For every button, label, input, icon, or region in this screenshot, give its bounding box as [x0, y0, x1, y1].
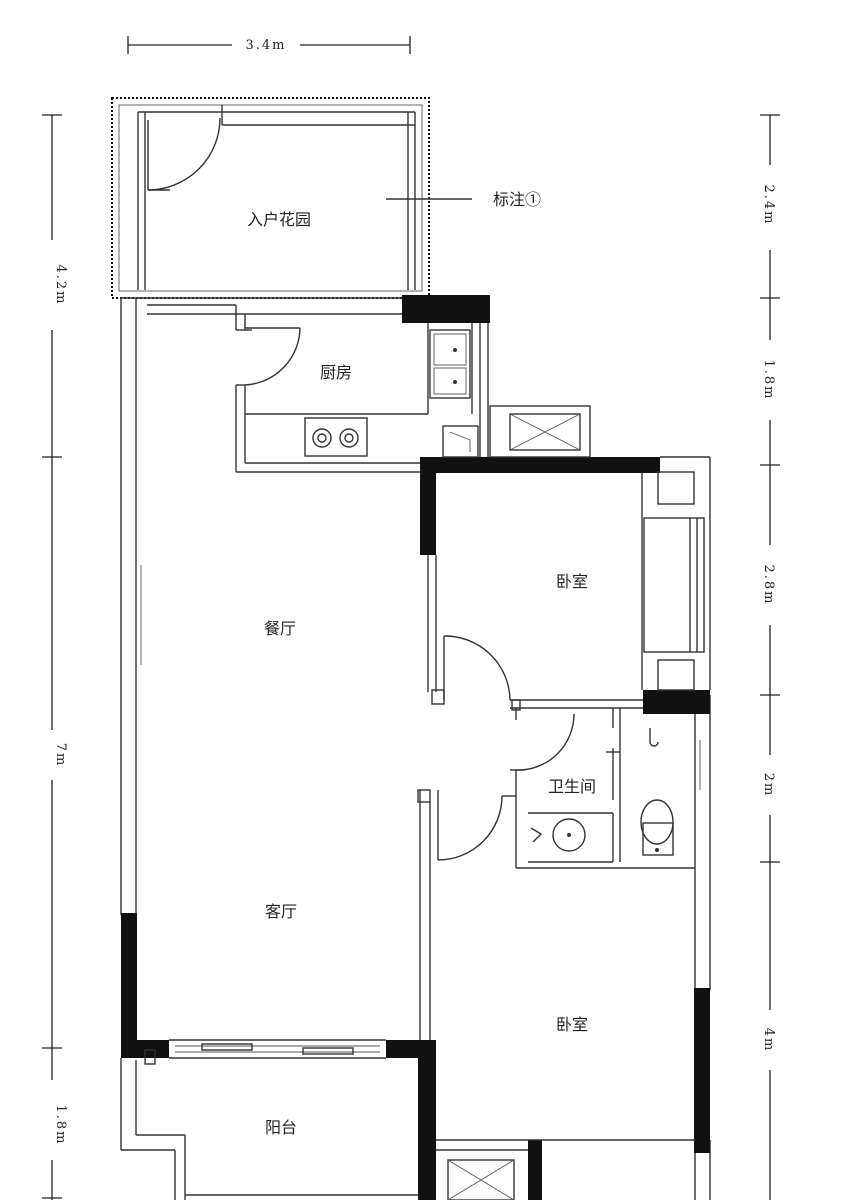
room-label-bathroom: 卫生间 [548, 777, 596, 796]
room-label-living: 客厅 [265, 902, 297, 921]
room-label-dining: 餐厅 [264, 619, 296, 638]
dining-living: 餐厅 客厅 [264, 619, 297, 921]
central-walls [417, 789, 516, 1040]
outer-walls [120, 297, 711, 1200]
balcony: 阳台 [120, 1039, 418, 1200]
room-label-entry-garden: 入户花园 [247, 210, 311, 229]
dim-right-2: 1.8m [761, 359, 776, 400]
dim-right-3: 2.8m [761, 564, 776, 605]
room-label-bedroom-lower: 卧室 [556, 1015, 588, 1034]
dim-left-2: 7m [53, 743, 68, 768]
dimension-left: 4.2m 7m 1.8m [42, 114, 68, 1200]
room-label-kitchen: 厨房 [320, 363, 352, 382]
structural-walls [121, 295, 710, 1200]
dim-right-5: 4m [761, 1028, 776, 1053]
dim-left-3: 1.8m [53, 1104, 68, 1145]
bedroom-lower: 卧室 [436, 1015, 695, 1200]
bathroom: 卫生间 [510, 708, 695, 869]
dim-right-4: 2m [761, 773, 776, 798]
annotation: 标注① [386, 190, 541, 209]
entry-garden: 入户花园 [111, 97, 430, 299]
dimension-right: 2.4m 1.8m 2.8m 2m 4m [760, 114, 780, 1200]
dim-right-1: 2.4m [761, 184, 776, 225]
annotation-note: 标注① [493, 190, 541, 209]
room-label-balcony: 阳台 [265, 1118, 297, 1137]
bedroom-upper: 卧室 [427, 456, 711, 711]
kitchen: 厨房 [235, 305, 591, 473]
room-label-bedroom-upper: 卧室 [556, 572, 588, 591]
dimension-top: 3.4m [127, 36, 411, 54]
dim-left-1: 4.2m [53, 264, 68, 305]
dim-top-width: 3.4m [245, 38, 286, 53]
